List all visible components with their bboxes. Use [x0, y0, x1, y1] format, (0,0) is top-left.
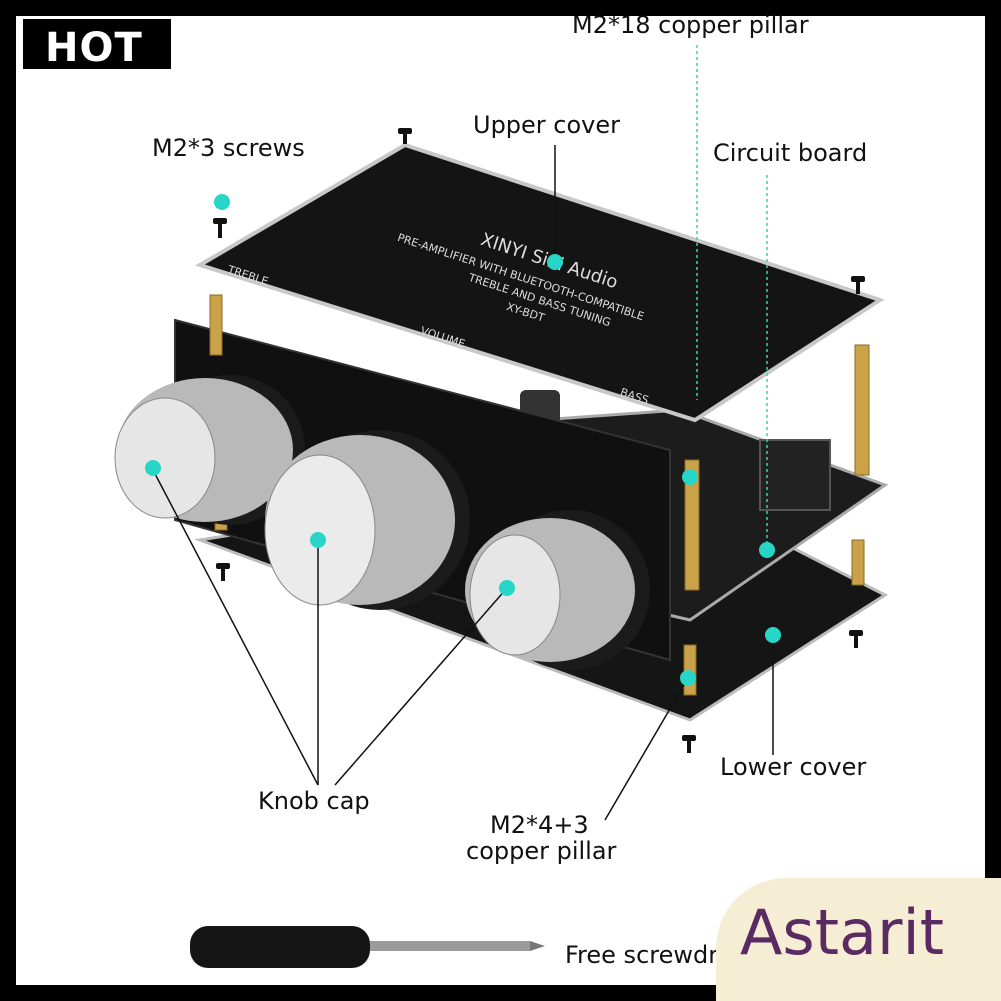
hot-badge-text: HOT — [45, 25, 143, 71]
screwdriver — [190, 926, 545, 968]
brand-text: Astarit — [740, 896, 945, 969]
label-circuit-board: Circuit board — [713, 139, 868, 167]
knob-bass — [465, 510, 650, 670]
upper-cover — [195, 142, 885, 423]
label-knob-cap: Knob cap — [258, 787, 370, 815]
brand-watermark: Astarit — [716, 878, 1001, 1001]
screws — [213, 128, 865, 753]
label-copper-pillar-43-line2: copper pillar — [466, 837, 617, 865]
label-copper-pillar-18: M2*18 copper pillar — [572, 11, 809, 39]
label-lower-cover: Lower cover — [720, 753, 867, 781]
label-upper-cover: Upper cover — [473, 111, 621, 139]
label-copper-pillar-43-line1: M2*4+3 — [490, 811, 589, 839]
audio-jack — [759, 439, 831, 511]
hot-badge: HOT — [20, 16, 174, 72]
label-screws: M2*3 screws — [152, 134, 305, 162]
leader-lines — [152, 45, 774, 821]
markers — [145, 194, 781, 686]
knob-volume — [264, 430, 470, 610]
